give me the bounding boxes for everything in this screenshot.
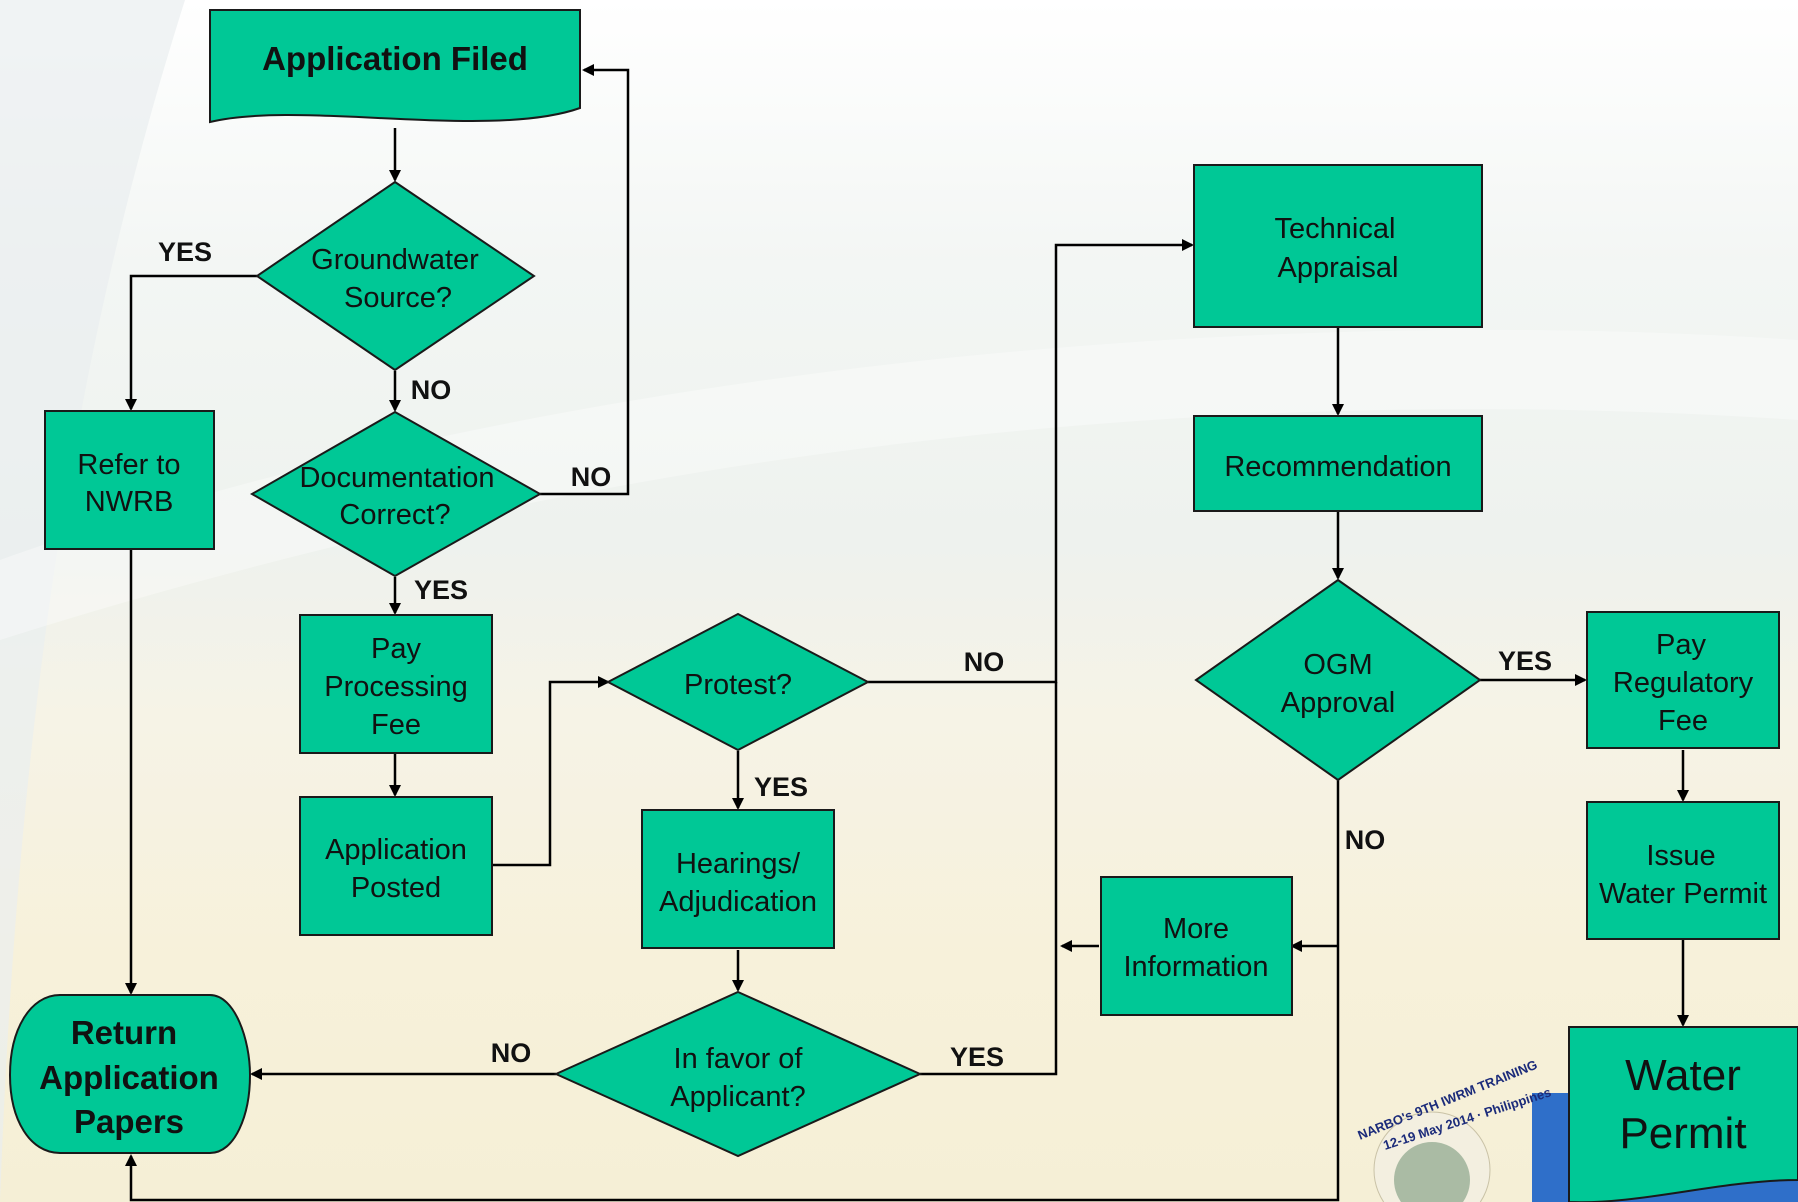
edge-posted-protest xyxy=(492,676,610,867)
groundwater-label-1: Groundwater xyxy=(311,244,479,276)
edge-infavor-up xyxy=(920,682,1058,1076)
groundwater-source-diamond xyxy=(255,180,536,372)
return-label-1: Return xyxy=(71,1014,177,1051)
edge-protest-technical xyxy=(868,239,1194,684)
hearings-label-2: Adjudication xyxy=(659,886,817,918)
in-favor-label-2: Applicant? xyxy=(670,1081,805,1113)
pay-regulatory-label-2: Regulatory xyxy=(1613,667,1754,699)
return-label-2: Application xyxy=(39,1059,219,1096)
groundwater-no-label: NO xyxy=(411,375,452,405)
pay-regulatory-fee-node xyxy=(1586,611,1780,749)
documentation-yes-label: YES xyxy=(414,575,468,605)
protest-yes-label: YES xyxy=(754,772,808,802)
documentation-correct-diamond xyxy=(249,410,543,578)
documentation-label-2: Correct? xyxy=(339,499,450,531)
technical-label-2: Appraisal xyxy=(1278,252,1399,284)
application-filed-label: Application Filed xyxy=(262,40,528,77)
pay-regulatory-label-3: Fee xyxy=(1658,705,1708,737)
in-favor-diamond xyxy=(553,990,923,1158)
groundwater-yes-label: YES xyxy=(158,237,212,267)
application-filed-node xyxy=(209,9,581,124)
more-info-label-1: More xyxy=(1163,913,1229,945)
technical-appraisal-node xyxy=(1193,164,1483,328)
refer-nwrb-node xyxy=(44,410,215,550)
pay-regulatory-label-1: Pay xyxy=(1656,629,1706,661)
issue-permit-label-1: Issue xyxy=(1646,840,1715,872)
water-permit-label-1: Water xyxy=(1625,1051,1741,1100)
hearings-label-1: Hearings/ xyxy=(676,848,801,880)
protest-diamond xyxy=(605,612,871,752)
pay-processing-fee-node xyxy=(299,614,493,754)
pay-processing-label-1: Pay xyxy=(371,633,421,665)
ogm-label-1: OGM xyxy=(1303,649,1372,681)
application-posted-label-2: Posted xyxy=(351,872,441,904)
documentation-no-label: NO xyxy=(571,462,612,492)
recommendation-node xyxy=(1193,415,1483,512)
ogm-label-2: Approval xyxy=(1281,687,1395,719)
issue-permit-label-2: Water Permit xyxy=(1599,878,1767,910)
water-permit-label-2: Permit xyxy=(1619,1109,1746,1158)
return-application-papers-node xyxy=(8,994,252,1154)
ogm-no-label: NO xyxy=(1345,825,1386,855)
refer-label-2: NWRB xyxy=(85,486,174,518)
water-permit-node xyxy=(1568,1026,1798,1202)
in-favor-label-1: In favor of xyxy=(674,1043,804,1075)
in-favor-no-label: NO xyxy=(491,1038,532,1068)
ogm-approval-diamond xyxy=(1194,578,1482,782)
recommendation-label: Recommendation xyxy=(1224,451,1451,483)
pay-processing-label-2: Processing xyxy=(324,671,467,703)
ogm-yes-label: YES xyxy=(1498,646,1552,676)
edge-documentation-filed xyxy=(540,64,630,496)
in-favor-yes-label: YES xyxy=(950,1042,1004,1072)
more-info-label-2: Information xyxy=(1123,951,1268,983)
documentation-label-1: Documentation xyxy=(299,462,494,494)
groundwater-label-2: Source? xyxy=(344,282,452,314)
technical-label-1: Technical xyxy=(1275,213,1396,245)
pay-processing-label-3: Fee xyxy=(371,709,421,741)
edge-ogm-return xyxy=(125,780,1340,1202)
application-posted-label-1: Application xyxy=(325,834,467,866)
protest-no-label: NO xyxy=(964,647,1005,677)
more-information-node xyxy=(1100,876,1293,1016)
hearings-adjudication-node xyxy=(641,809,835,949)
protest-label: Protest? xyxy=(684,669,792,701)
edge-groundwater-refer xyxy=(125,274,257,411)
application-posted-node xyxy=(299,796,493,936)
return-label-3: Papers xyxy=(74,1103,184,1140)
issue-water-permit-node xyxy=(1586,801,1780,940)
connectors xyxy=(125,64,1689,1202)
refer-label-1: Refer to xyxy=(77,449,180,481)
